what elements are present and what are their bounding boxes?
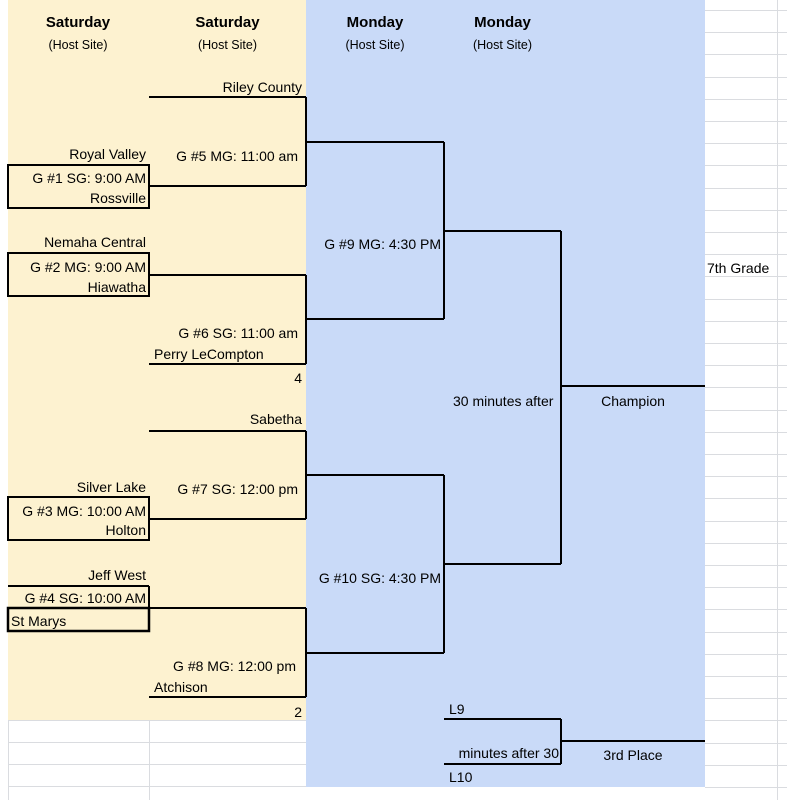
grid-col-line: [8, 720, 9, 800]
g2-top-team: Nemaha Central: [44, 234, 146, 250]
g3-game-label: G #3 MG: 10:00 AM: [22, 503, 146, 519]
grid-row-line: [8, 764, 306, 765]
g6-note: 4: [294, 370, 302, 386]
header-sub-1: (Host Site): [48, 38, 108, 52]
grid-row-line: [705, 521, 787, 522]
grid-row-line: [705, 743, 787, 744]
grid-col-line: [777, 0, 778, 800]
grid-row-line: [705, 343, 787, 344]
grid-row-line: [705, 232, 787, 233]
grid-row-line: [705, 720, 787, 721]
monday-region: [306, 0, 705, 787]
grid-row-line: [705, 387, 787, 388]
grid-row-line: [705, 276, 787, 277]
grid-row-line: [705, 32, 787, 33]
g5-game-label: G #5 MG: 11:00 am: [176, 148, 298, 164]
grade-label: 7th Grade: [707, 260, 770, 276]
g7-game-label: G #7 SG: 12:00 pm: [177, 481, 298, 497]
consolation-top: L9: [449, 701, 465, 717]
grid-row-line: [705, 498, 787, 499]
grid-row-line: [705, 54, 787, 55]
saturday-region: [8, 0, 306, 720]
g8-bottom-team: Atchison: [154, 679, 208, 695]
grid-col-line: [149, 720, 150, 800]
grid-row-line: [705, 99, 787, 100]
grid-row-line: [705, 765, 787, 766]
grid-row-line: [705, 432, 787, 433]
header-sub-4: (Host Site): [472, 38, 533, 52]
final-time: 30 minutes after: [453, 393, 554, 409]
g4-top-team: Jeff West: [88, 567, 146, 583]
grid-row-line: [705, 254, 787, 255]
g3-bottom-team: Holton: [105, 522, 146, 538]
g1-game-label: G #1 SG: 9:00 AM: [32, 170, 146, 186]
grid-row-line: [705, 587, 787, 588]
g6-game-label: G #6 SG: 11:00 am: [178, 325, 298, 341]
grid-row-line: [705, 654, 787, 655]
grid-row-line: [705, 454, 787, 455]
g7-top-team: Sabetha: [249, 411, 302, 427]
g4-game-label: G #4 SG: 10:00 AM: [24, 590, 146, 606]
header-day-3: Monday: [346, 14, 404, 31]
grid-row-line: [705, 543, 787, 544]
grid-row-line: [705, 299, 787, 300]
header-sub-2: (Host Site): [197, 38, 258, 52]
grid-row-line: [705, 321, 787, 322]
grid-row-line: [705, 165, 787, 166]
g2-game-label: G #2 MG: 9:00 AM: [30, 259, 146, 275]
grid-row-line: [8, 720, 306, 721]
grid-row-line: [705, 609, 787, 610]
grid-row-line: [705, 787, 787, 788]
grid-row-line: [705, 410, 787, 411]
grid-row-line: [705, 210, 787, 211]
grid-row-line: [705, 476, 787, 477]
g5-top-team: Riley County: [222, 79, 302, 95]
g10-game-label: G #10 SG: 4:30 PM: [318, 570, 441, 586]
consolation-bottom: L10: [449, 769, 473, 785]
grid-row-line: [705, 565, 787, 566]
champion-label: Champion: [601, 393, 665, 409]
g9-game-label: G #9 MG: 4:30 PM: [324, 236, 441, 252]
g2-bottom-team: Hiawatha: [87, 279, 146, 295]
consolation-time: 30 minutes after: [458, 745, 559, 761]
header-day-1: Saturday: [45, 14, 111, 31]
grid-row-line: [8, 742, 306, 743]
grid-row-line: [8, 786, 306, 787]
g4-bottom-team[interactable]: St Marys: [11, 613, 67, 629]
grid-row-line: [705, 143, 787, 144]
grid-row-line: [705, 188, 787, 189]
grid-row-line: [705, 10, 787, 11]
header-day-2: Saturday: [195, 14, 260, 31]
third-place-label: 3rd Place: [603, 747, 663, 763]
g8-game-label: G #8 MG: 12:00 pm: [173, 658, 296, 674]
grid-row-line: [705, 698, 787, 699]
g6-bottom-team: Perry LeCompton: [154, 346, 264, 362]
grid-row-line: [705, 121, 787, 122]
grid-row-line: [705, 632, 787, 633]
grid-row-line: [705, 77, 787, 78]
grid-row-line: [705, 365, 787, 366]
grid-row-line: [705, 676, 787, 677]
g1-bottom-team: Rossville: [89, 190, 146, 206]
g3-top-team: Silver Lake: [76, 479, 146, 495]
g1-top-team: Royal Valley: [69, 146, 146, 162]
header-sub-3: (Host Site): [345, 38, 405, 52]
header-day-4: Monday: [474, 14, 531, 31]
g8-note: 2: [294, 704, 302, 720]
